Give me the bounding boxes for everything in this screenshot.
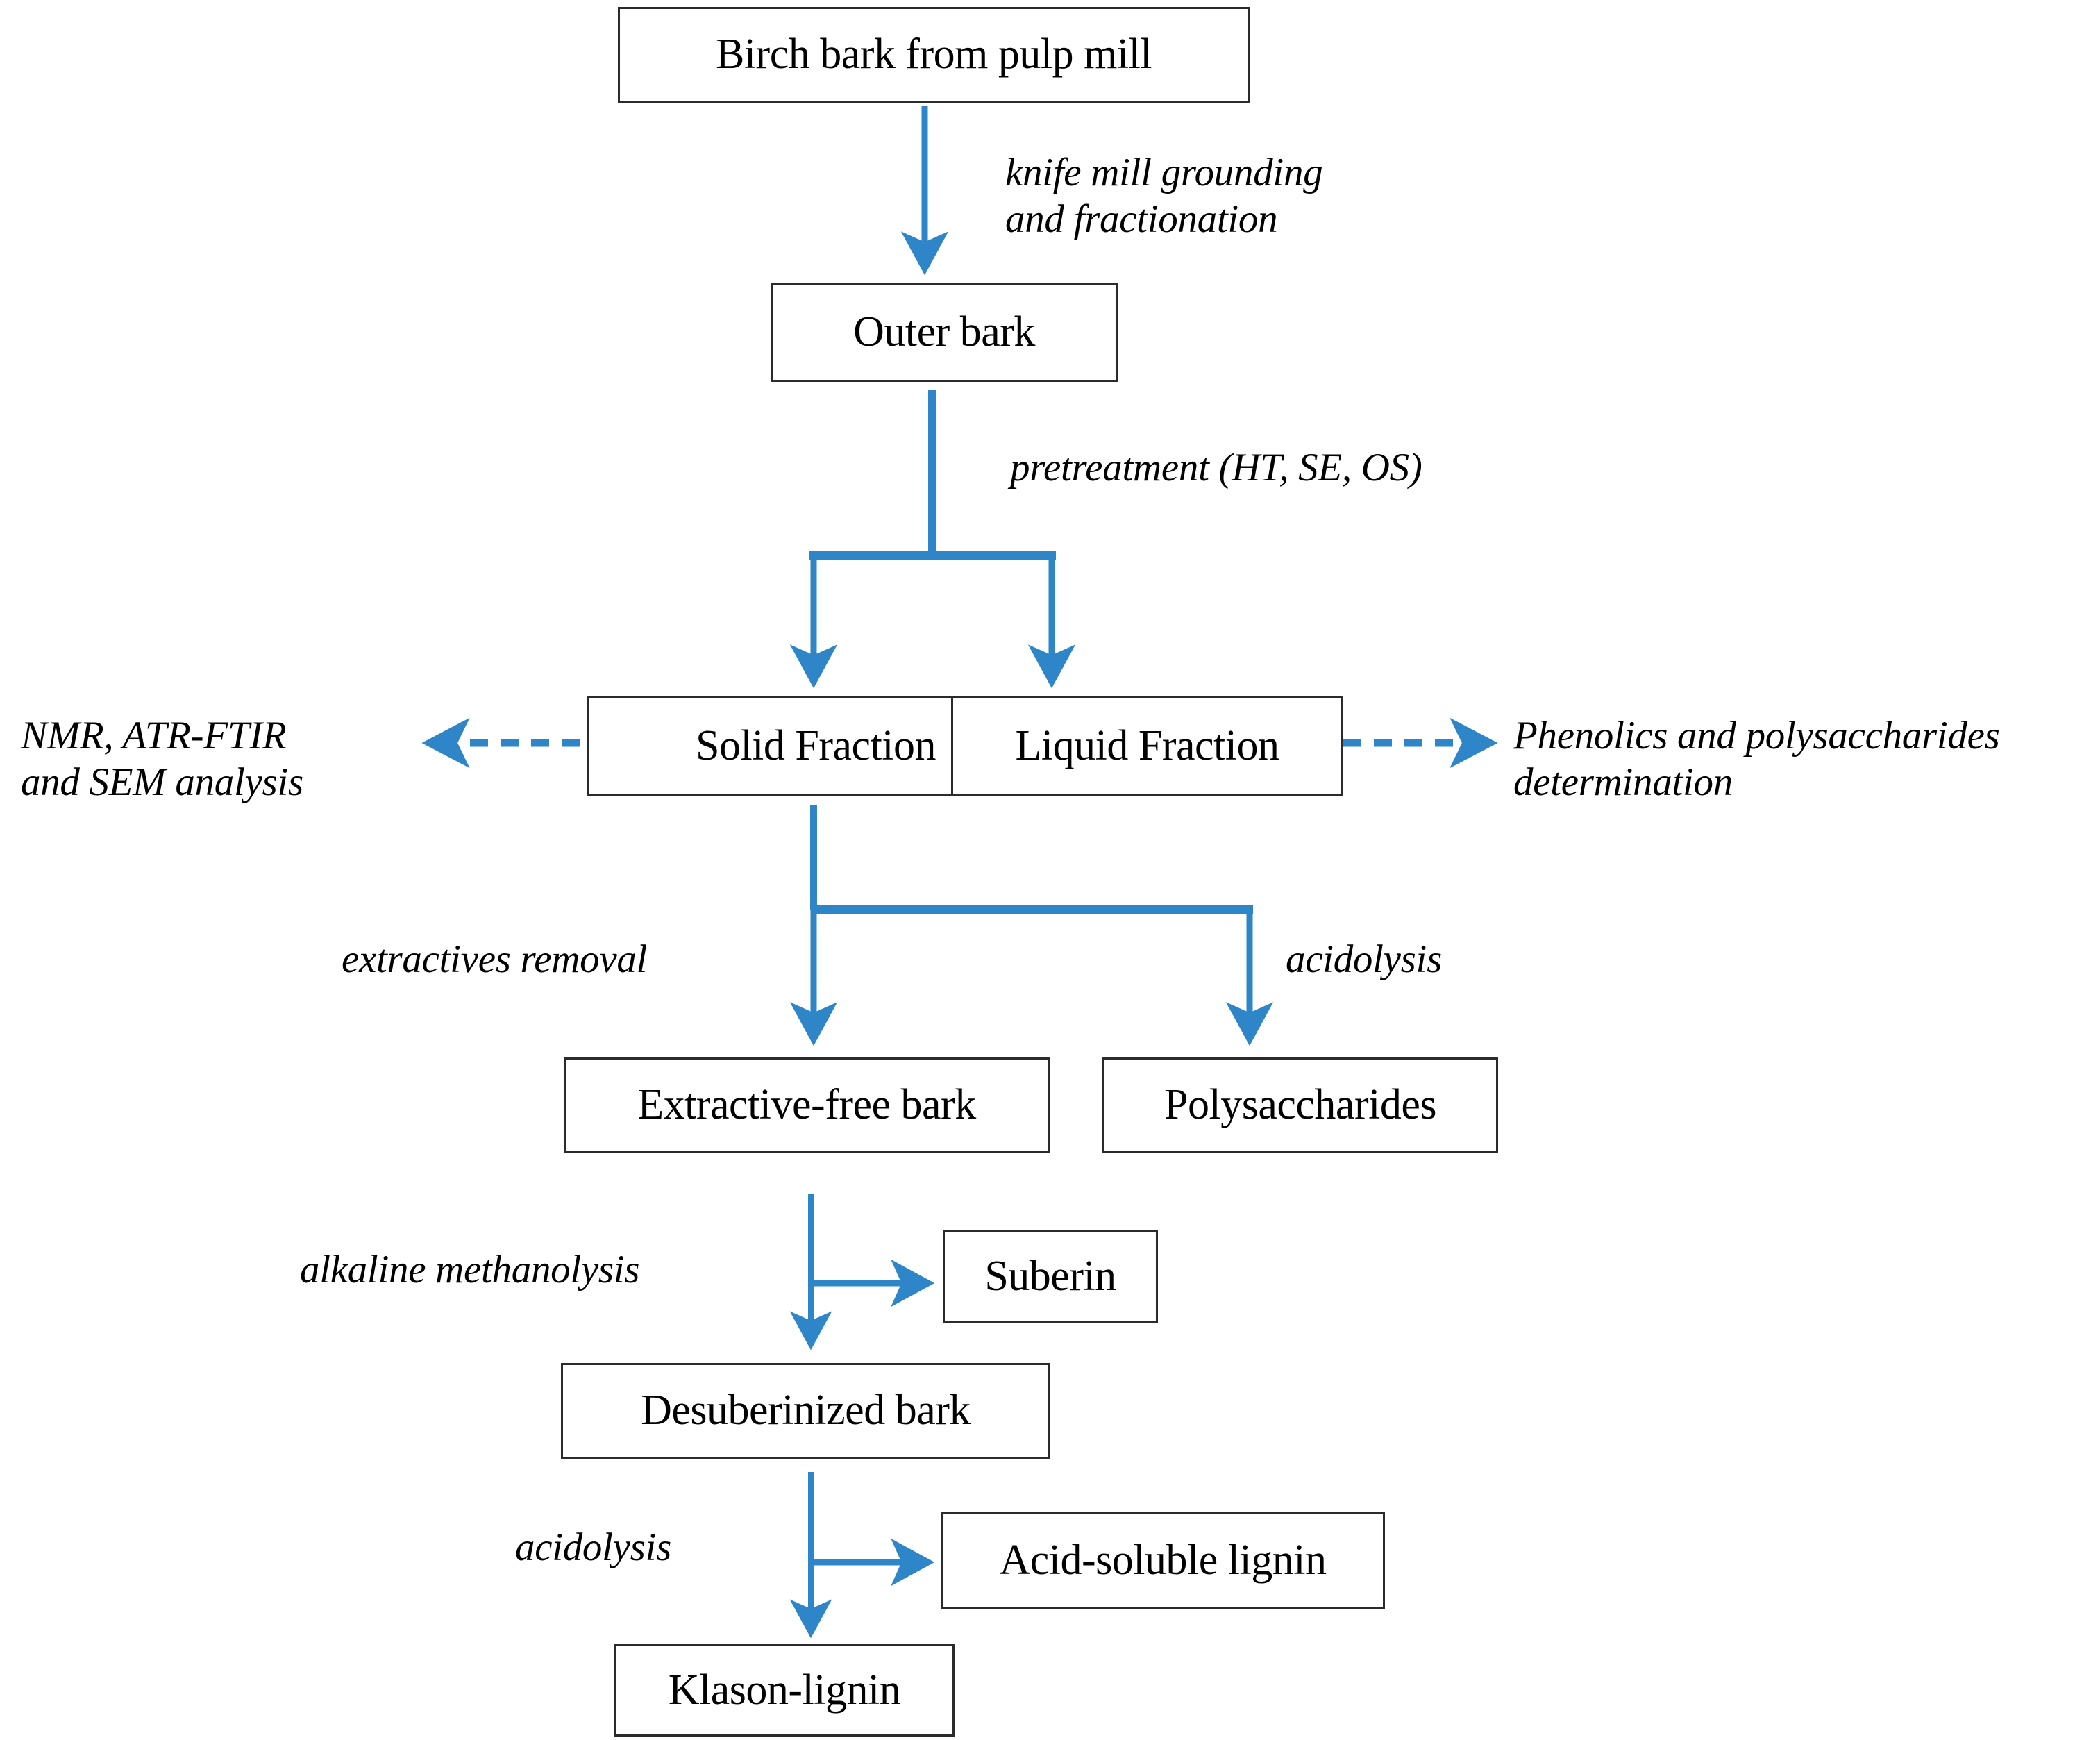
edge-label-phenolics: Phenolics and polysaccharides determinat… [1513,714,2000,805]
node-label: Extractive-free bark [637,1080,976,1128]
edge-label-knife-mill: knife mill grounding and fractionation [1005,151,1323,242]
node-label: Desuberinized bark [641,1387,971,1434]
edge-label-alkaline-methanolysis: alkaline methanolysis [300,1248,640,1291]
node-label: Liquid Fraction [1015,721,1279,769]
edge-label-extractives-removal: extractives removal [342,937,648,981]
node-desuberinized-bark[interactable]: Desuberinized bark [561,1363,1050,1459]
node-outer-bark[interactable]: Outer bark [771,283,1118,382]
node-label: Acid-soluble lignin [999,1537,1327,1584]
edge-label-pretreatment: pretreatment (HT, SE, OS) [1010,446,1422,490]
node-label: Polysaccharides [1164,1080,1436,1128]
node-label: Outer bark [853,308,1035,356]
node-label: Solid Fraction [695,721,936,769]
node-klason-lignin[interactable]: Klason-lignin [614,1644,955,1737]
node-suberin[interactable]: Suberin [943,1230,1158,1323]
node-acid-soluble-lignin[interactable]: Acid-soluble lignin [941,1512,1385,1609]
node-birch-bark[interactable]: Birch bark from pulp mill [618,7,1250,103]
node-label: Klason-lignin [668,1666,901,1714]
edge-label-acidolysis-upper: acidolysis [1286,937,1442,981]
edge-label-acidolysis-lower: acidolysis [515,1525,671,1569]
node-label: Suberin [984,1252,1116,1300]
node-polysaccharides[interactable]: Polysaccharides [1102,1057,1498,1153]
node-label: Birch bark from pulp mill [715,31,1152,78]
node-extractive-free-bark[interactable]: Extractive-free bark [564,1057,1050,1153]
edge-label-nmr-analysis: NMR, ATR-FTIR and SEM analysis [21,714,303,805]
node-liquid-fraction[interactable]: Liquid Fraction [951,696,1343,796]
